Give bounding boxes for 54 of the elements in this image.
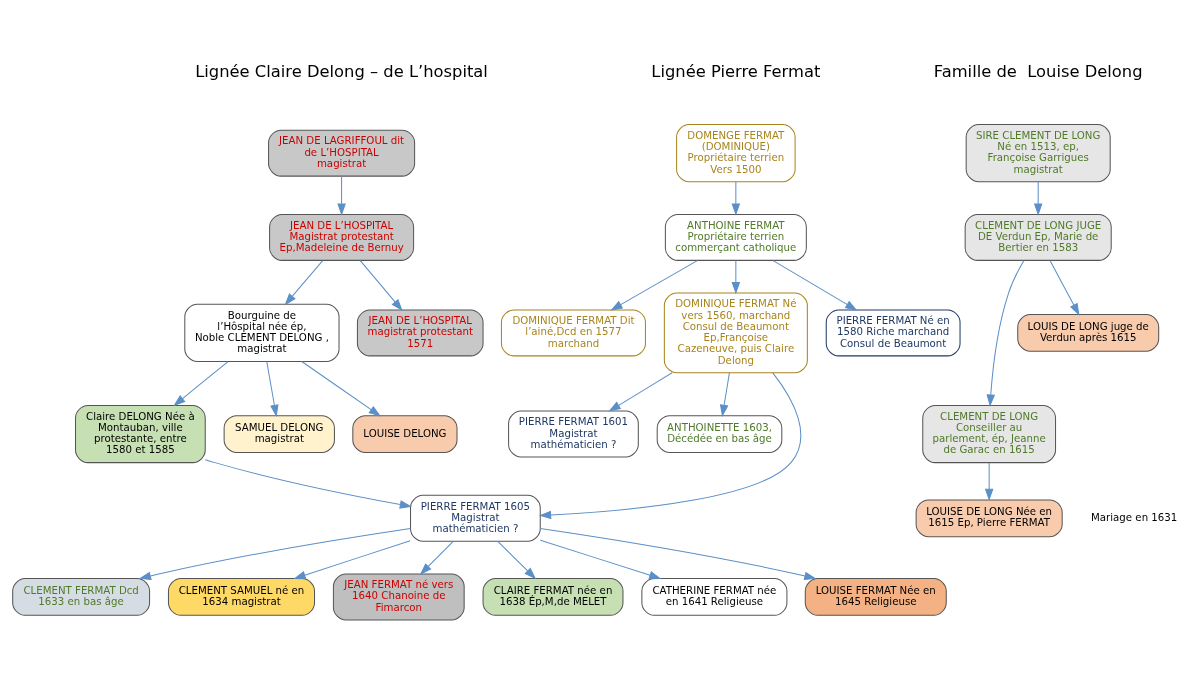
- arrow: [984, 462, 994, 502]
- label: Mariage en 1631: [1091, 511, 1178, 523]
- node-box: CLEMENT DE LONG Conseiller au parlement, ép, Jeanne de Garac en 1615: [922, 404, 1057, 464]
- node-box: CATHERINE FERMAT née en 1641 Religieuse: [641, 578, 788, 616]
- arrow: [266, 361, 279, 418]
- node-box: PIERRE FERMAT 1605 Magistrat mathématicien ?: [410, 494, 541, 542]
- node-box: CLEMENT DE LONG JUGE DE Verdun Ep, Marie de Bertier en 1583: [964, 213, 1112, 261]
- node-box: JEAN DE L’HOSPITAL magistrat protestant 1571: [356, 309, 484, 357]
- arrow: [731, 260, 741, 295]
- node-box: PIERRE FERMAT Né en 1580 Riche marchand Consul de Beaumont: [825, 309, 961, 357]
- arrow: [539, 539, 662, 580]
- arrow: [610, 260, 698, 311]
- arrow: [497, 540, 537, 580]
- arrow: [301, 361, 381, 417]
- arrow: [419, 540, 454, 575]
- node-box: DOMINIQUE FERMAT Né vers 1560, marchand Consul de Beaumont Ep,Françoise Cazeneuve, puis Claire Delong: [663, 292, 808, 374]
- node-box: DOMINIQUE FERMAT Dit l’ainé,Dcd en 1577 marchand: [500, 309, 646, 357]
- arrow: [1033, 181, 1043, 216]
- node-box: Bourguine de l’Hôspital née ép, Noble CLEMENT DELONG , magistrat: [184, 303, 340, 362]
- label: Lignée Pierre Fermat: [651, 62, 821, 82]
- arrow: [173, 361, 229, 407]
- arrow: [986, 259, 1025, 407]
- arrow: [538, 372, 802, 520]
- node-box: LOUIS DE LONG juge de Verdun après 1615: [1017, 314, 1160, 352]
- arrow: [138, 527, 411, 580]
- label: Lignée Claire Delong – de L’hospital: [195, 62, 488, 82]
- arrow: [337, 175, 346, 216]
- arrow: [293, 540, 411, 580]
- node-box: CLAIRE FERMAT née en 1638 Ép,M,de MELET: [482, 578, 624, 616]
- node-box: Claire DELONG Née à Montauban, ville protestante, entre 1580 et 1585: [75, 404, 206, 464]
- arrow: [204, 459, 413, 509]
- arrow: [772, 260, 858, 311]
- node-box: SAMUEL DELONG magistrat: [223, 415, 335, 453]
- node-box: DOMENGE FERMAT (DOMINIQUE) Propriétaire terrien Vers 1500: [676, 124, 796, 183]
- arrow: [359, 260, 403, 312]
- label: Famille de Louise Delong: [933, 62, 1143, 82]
- node-box: JEAN FERMAT né vers 1640 Chanoine de Fimarcon: [332, 573, 465, 621]
- node-box: CLEMENT FERMAT Dcd 1633 en bas âge: [12, 578, 151, 616]
- arrow: [284, 260, 324, 306]
- node-box: SIRE CLEMENT DE LONG Né en 1513, ep, Françoise Garrigues magistrat: [965, 124, 1111, 183]
- node-box: ANTHOINETTE 1603, Décédée en bas âge: [656, 415, 783, 453]
- node-box: CLEMENT SAMUEL né en 1634 magistrat: [167, 578, 316, 616]
- arrow: [1049, 260, 1080, 316]
- node-box: PIERRE FERMAT 1601 Magistrat mathématicien ?: [508, 410, 639, 458]
- node-box: LOUISE FERMAT Née en 1645 Religieuse: [804, 578, 947, 616]
- node-box: ANTHOINE FERMAT Propriétaire terrien commerçant catholique: [664, 213, 807, 261]
- node-box: JEAN DE LAGRIFFOUL dit de L’HOSPITAL magistrat: [268, 129, 416, 177]
- node-box: JEAN DE L’HOSPITAL Magistrat protestant Ep,Madeleine de Bernuy: [269, 213, 415, 261]
- node-box: LOUISE DE LONG Née en 1615 Ep, Pierre FERMAT: [915, 499, 1063, 538]
- node-box: LOUISE DELONG: [352, 415, 458, 453]
- arrow: [608, 372, 673, 412]
- arrow: [539, 527, 817, 581]
- arrow: [731, 181, 741, 216]
- arrow: [719, 372, 730, 417]
